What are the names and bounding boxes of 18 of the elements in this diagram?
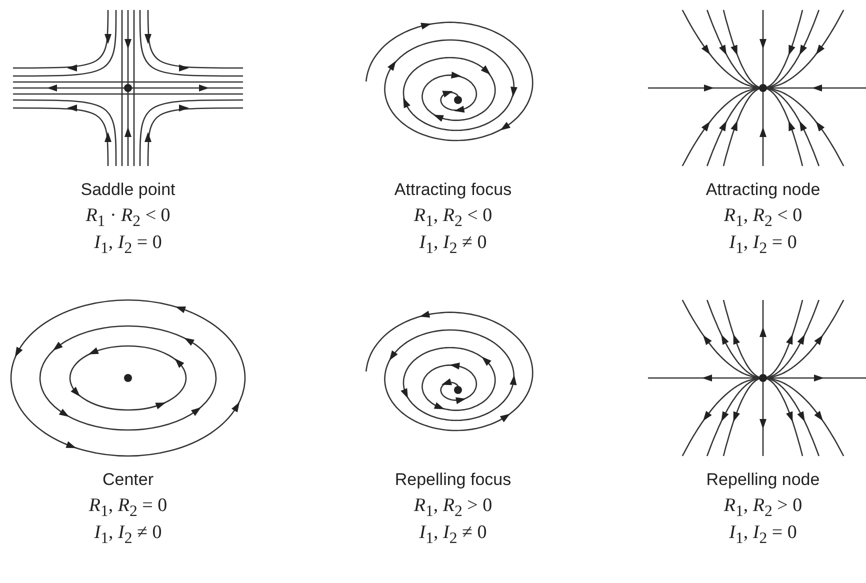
condition-formula: I$_{1}$, I$_{2}$ = 0 [93, 232, 163, 258]
condition-formula: R$_{1}$, R$_{2}$ > 0 [412, 495, 494, 521]
condition-formula: I$_{1}$, I$_{2}$ ≠ 0 [418, 522, 488, 548]
condition-formula: R$_{1}$, R$_{2}$ = 0 [88, 495, 168, 521]
condition-formula: R$_{1}$, R$_{2}$ < 0 [722, 205, 804, 231]
condition-formula: R$_{1}$, R$_{2}$ < 0 [412, 205, 494, 231]
portrait-caption: Center [101, 470, 155, 490]
condition-formula: R$_{1}$, R$_{2}$ > 0 [722, 495, 804, 521]
portrait-caption: Saddle point [80, 180, 176, 200]
condition-formula: R$_{1}$ · R$_{2}$ < 0 [84, 205, 172, 231]
portrait-caption: Repelling focus [394, 470, 512, 490]
condition-formula: I$_{1}$, I$_{2}$ ≠ 0 [418, 232, 488, 258]
condition-formula: I$_{1}$, I$_{2}$ = 0 [728, 522, 798, 548]
portrait-caption: Attracting node [704, 180, 822, 200]
condition-formula: I$_{1}$, I$_{2}$ ≠ 0 [93, 522, 163, 548]
portrait-caption: Repelling node [705, 470, 821, 490]
portrait-caption: Attracting focus [393, 180, 513, 200]
condition-formula: I$_{1}$, I$_{2}$ = 0 [728, 232, 798, 258]
